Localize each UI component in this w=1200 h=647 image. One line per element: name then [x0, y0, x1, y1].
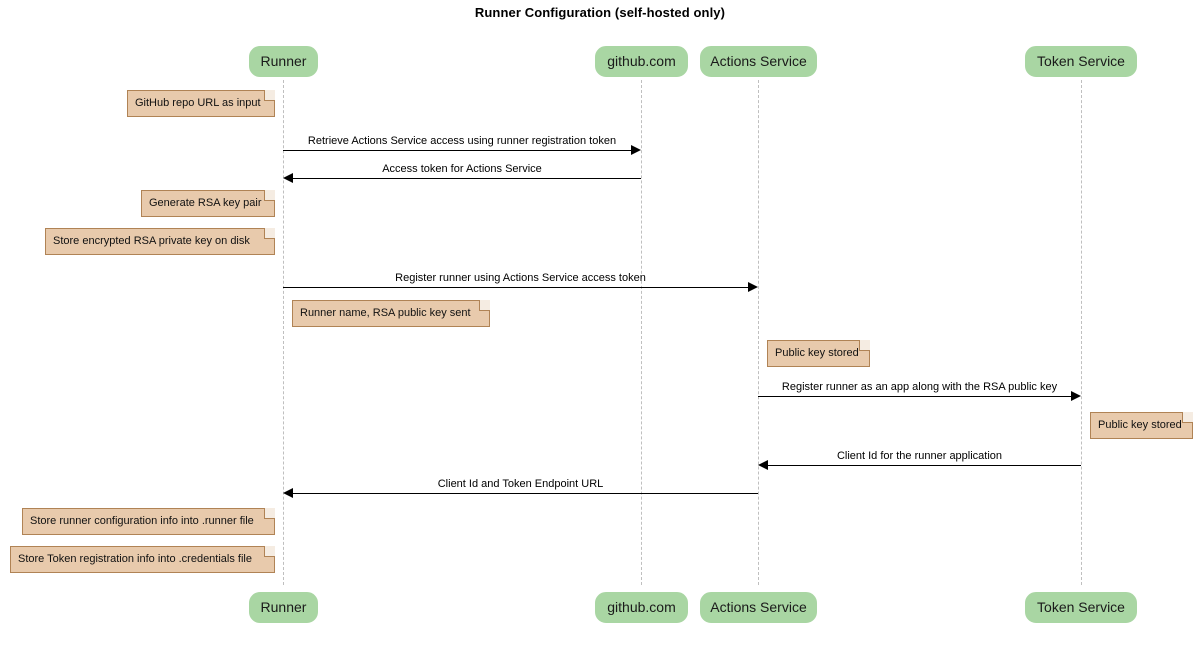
note-text: Store encrypted RSA private key on disk — [53, 235, 250, 247]
message-arrowhead-m1 — [631, 145, 641, 155]
note-fold-icon — [1182, 412, 1193, 423]
message-line-m6 — [293, 493, 758, 494]
message-line-m5 — [768, 465, 1081, 466]
participant-github-bottom[interactable]: github.com — [595, 592, 688, 623]
message-label-m3: Register runner using Actions Service ac… — [395, 272, 646, 284]
participant-github-top[interactable]: github.com — [595, 46, 688, 77]
note-store-runner-configuration: Store runner configuration info into .ru… — [22, 508, 275, 535]
message-line-m2 — [293, 178, 641, 179]
message-label-m5: Client Id for the runner application — [836, 450, 1003, 462]
note-store-encrypted-rsa-private-key: Store encrypted RSA private key on disk — [45, 228, 275, 255]
note-fold-icon — [264, 508, 275, 519]
message-label-m2: Access token for Actions Service — [382, 163, 542, 175]
participant-runner-bottom[interactable]: Runner — [249, 592, 318, 623]
note-public-key-stored-token: Public key stored — [1090, 412, 1193, 439]
note-text: Public key stored — [1098, 419, 1182, 431]
note-fold-icon — [859, 340, 870, 351]
lifeline-actions — [758, 80, 759, 585]
note-text: Store Token registration info into .cred… — [18, 553, 252, 565]
message-label-m6: Client Id and Token Endpoint URL — [437, 478, 604, 490]
message-line-m4 — [758, 396, 1071, 397]
note-text: Runner name, RSA public key sent — [300, 307, 471, 319]
note-public-key-stored-actions: Public key stored — [767, 340, 870, 367]
participant-actions-bottom[interactable]: Actions Service — [700, 592, 817, 623]
lifeline-token — [1081, 80, 1082, 585]
message-line-m1 — [283, 150, 631, 151]
note-text: Generate RSA key pair — [149, 197, 262, 209]
note-fold-icon — [264, 190, 275, 201]
participant-actions-top[interactable]: Actions Service — [700, 46, 817, 77]
note-store-token-registration: Store Token registration info into .cred… — [10, 546, 275, 573]
page-title: Runner Configuration (self-hosted only) — [474, 5, 726, 20]
participant-token-top[interactable]: Token Service — [1025, 46, 1137, 77]
message-arrowhead-m2 — [283, 173, 293, 183]
message-label-m1: Retrieve Actions Service access using ru… — [307, 135, 617, 147]
participant-runner-top[interactable]: Runner — [249, 46, 318, 77]
note-fold-icon — [264, 90, 275, 101]
lifeline-runner — [283, 80, 284, 585]
note-text: Public key stored — [775, 347, 859, 359]
participant-token-bottom[interactable]: Token Service — [1025, 592, 1137, 623]
note-fold-icon — [264, 546, 275, 557]
note-runner-name-rsa-public-key-sent: Runner name, RSA public key sent — [292, 300, 490, 327]
message-line-m3 — [283, 287, 748, 288]
note-fold-icon — [264, 228, 275, 239]
message-arrowhead-m6 — [283, 488, 293, 498]
note-text: GitHub repo URL as input — [135, 97, 261, 109]
lifeline-github — [641, 80, 642, 585]
message-arrowhead-m3 — [748, 282, 758, 292]
message-arrowhead-m5 — [758, 460, 768, 470]
note-generate-rsa-key-pair: Generate RSA key pair — [141, 190, 275, 217]
message-label-m4: Register runner as an app along with the… — [781, 381, 1058, 393]
message-arrowhead-m4 — [1071, 391, 1081, 401]
note-github-repo-url: GitHub repo URL as input — [127, 90, 275, 117]
note-fold-icon — [479, 300, 490, 311]
note-text: Store runner configuration info into .ru… — [30, 515, 254, 527]
